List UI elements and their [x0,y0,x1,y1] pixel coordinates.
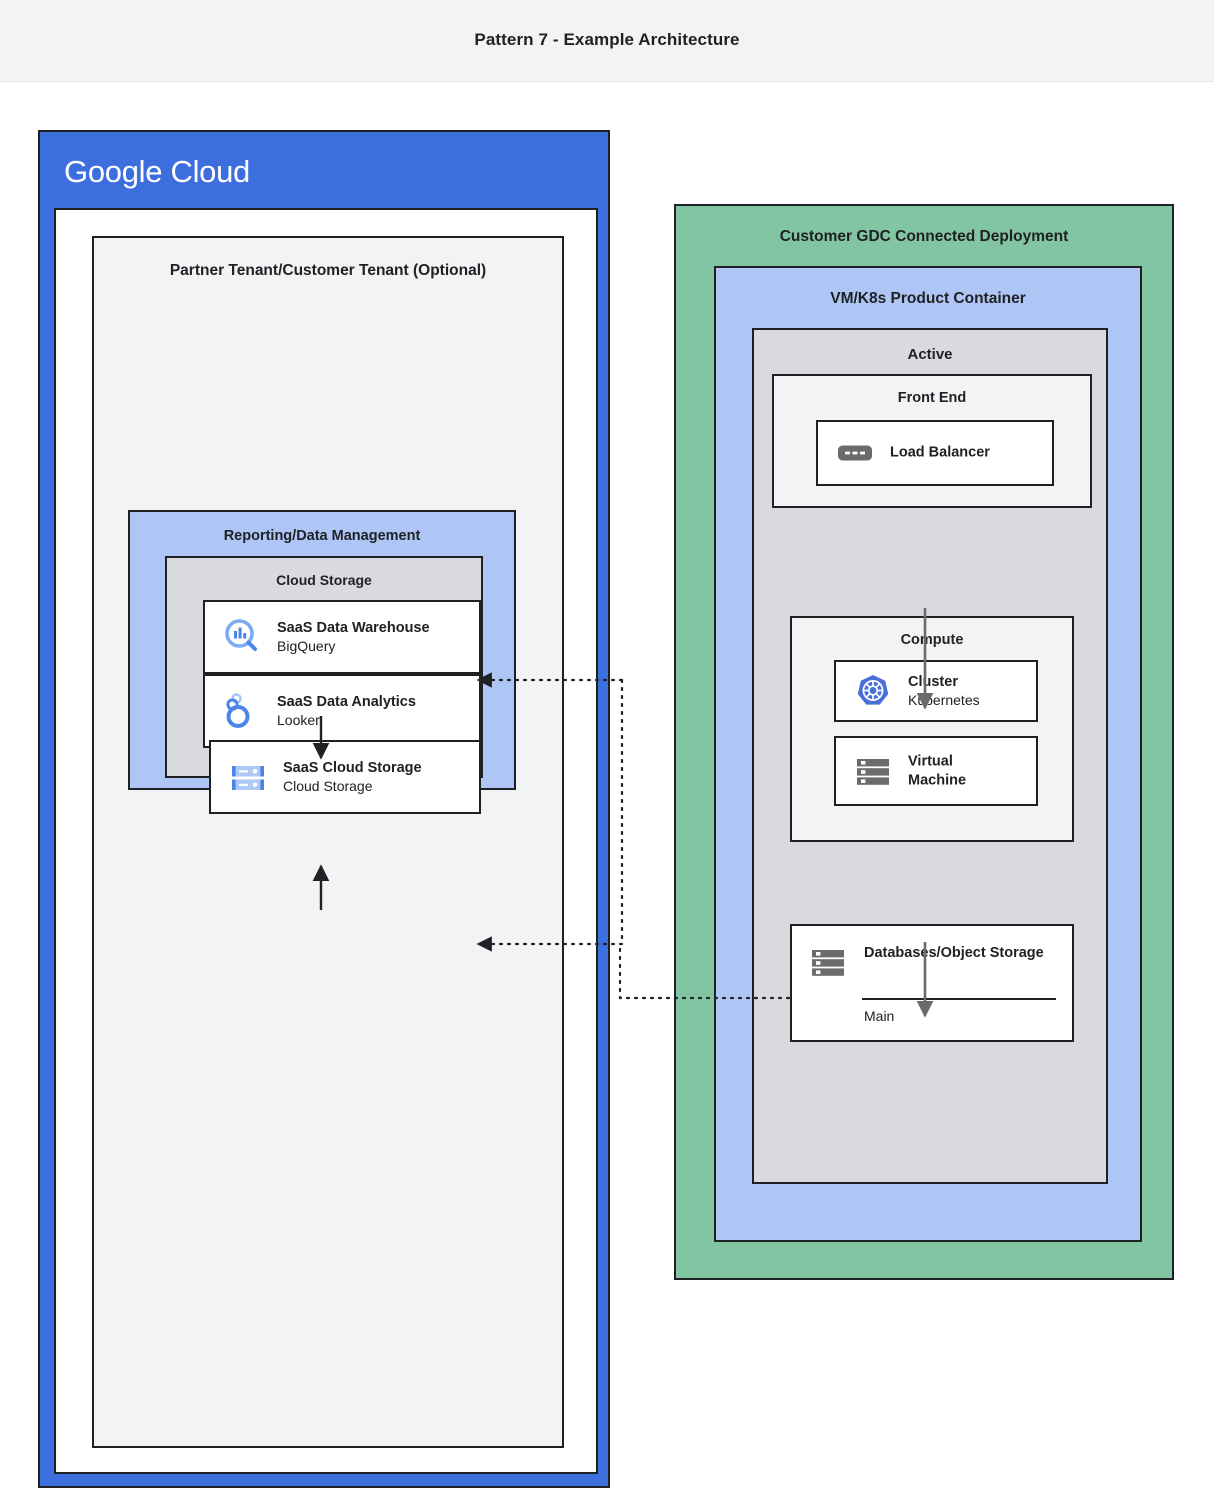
page-title: Pattern 7 - Example Architecture [474,30,740,49]
compute-panel: Compute [790,616,1074,842]
database-icon [810,946,850,986]
reporting-title: Reporting/Data Management [223,528,421,544]
database-divider [862,998,1056,1000]
database-footer-label: Main [864,1008,895,1024]
google-cloud-logo: Google Cloud [64,154,250,190]
saas-data-analytics-text: SaaS Data Analytics Looker [277,693,416,729]
databases-object-storage-node[interactable]: Databases/Object Storage Main [790,924,1074,1042]
virtual-machine-text: Virtual Machine [908,752,966,789]
partner-tenant-title: Partner Tenant/Customer Tenant (Optional… [169,262,487,279]
vm-k8s-title: VM/K8s Product Container [830,290,1026,307]
node-title: SaaS Data Warehouse [277,619,430,636]
cluster-text: Cluster Kubernetes [908,673,980,709]
active-title: Active [907,346,953,363]
virtual-machine-node[interactable]: Virtual Machine [834,736,1038,806]
node-title: Load Balancer [890,444,990,461]
title-bar: Pattern 7 - Example Architecture [0,0,1214,82]
bigquery-icon [221,616,263,658]
partner-tenant-panel: Partner Tenant/Customer Tenant (Optional… [92,236,564,1448]
node-title: Virtual [908,753,953,770]
saas-data-warehouse-node[interactable]: SaaS Data Warehouse BigQuery [203,600,481,674]
node-subtitle: BigQuery [277,637,336,654]
node-title: Cluster [908,673,958,690]
customer-gdc-panel: Customer GDC Connected Deployment VM/K8s… [674,204,1174,1280]
reporting-data-management-panel: Reporting/Data Management Cloud Storage [128,510,516,814]
google-cloud-panel: Google Cloud Partner Tenant/Customer Ten… [38,130,610,1488]
node-title: SaaS Cloud Storage [283,759,422,776]
node-subtitle: Kubernetes [908,691,980,708]
looker-icon [221,690,263,732]
front-end-title: Front End [897,390,967,406]
cloud-storage-icon [227,756,269,798]
node-title: SaaS Data Analytics [277,693,416,710]
database-title: Databases/Object Storage [864,945,1044,961]
customer-gdc-title: Customer GDC Connected Deployment [779,228,1069,245]
cloud-storage-group: Cloud Storage [165,556,483,814]
cloud-storage-group-title: Cloud Storage [276,572,372,588]
virtual-machine-icon [852,750,894,792]
compute-title: Compute [900,632,964,648]
google-cloud-inner-region: Partner Tenant/Customer Tenant (Optional… [54,208,598,1474]
vm-k8s-product-container-panel: VM/K8s Product Container Active Front En… [714,266,1142,1242]
saas-cloud-storage-text: SaaS Cloud Storage Cloud Storage [283,759,422,795]
load-balancer-node[interactable]: Load Balancer [816,420,1054,486]
load-balancer-text: Load Balancer [890,444,990,463]
load-balancer-icon [834,432,876,474]
node-title-line2: Machine [908,772,967,788]
saas-data-warehouse-text: SaaS Data Warehouse BigQuery [277,619,430,655]
logo-cloud: Cloud [170,154,251,189]
front-end-panel: Front End Load Balancer [772,374,1092,508]
logo-google: Google [64,154,163,189]
node-subtitle: Cloud Storage [283,777,373,794]
active-panel: Active Front End [752,328,1108,1184]
saas-data-analytics-node[interactable]: SaaS Data Analytics Looker [203,674,481,748]
saas-cloud-storage-node[interactable]: SaaS Cloud Storage Cloud Storage [209,740,481,814]
node-subtitle: Looker [277,711,320,728]
diagram-canvas: Google Cloud Partner Tenant/Customer Ten… [0,82,1214,1492]
kubernetes-icon [852,670,894,712]
cluster-node[interactable]: Cluster Kubernetes [834,660,1038,722]
